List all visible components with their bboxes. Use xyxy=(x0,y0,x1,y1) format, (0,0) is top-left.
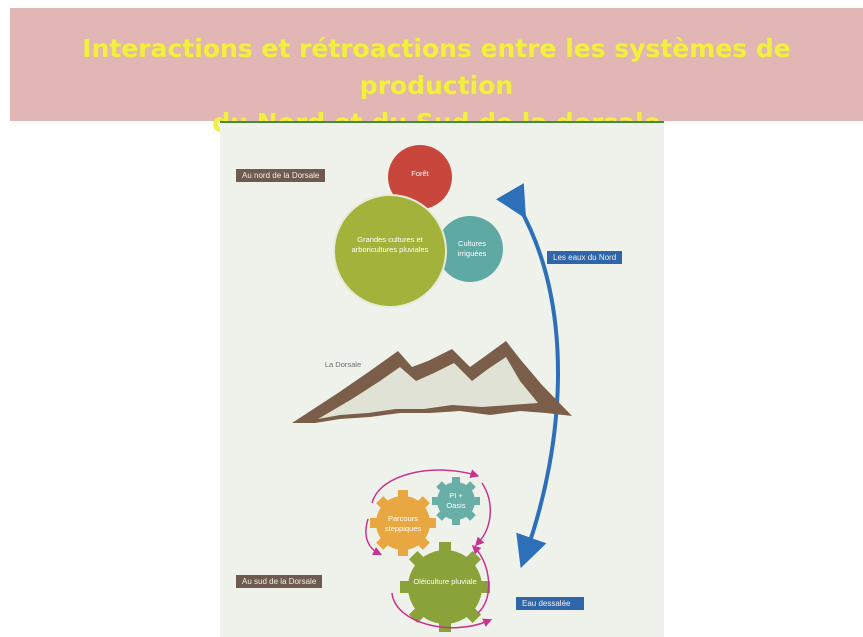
pastoral-label: Parcours steppiques xyxy=(384,514,422,533)
cycle-arrow-right xyxy=(474,482,492,547)
south-tag: Au sud de la Dorsale xyxy=(236,575,323,588)
saline-water-tag: Eau dessalée xyxy=(516,597,585,610)
olive-gear xyxy=(400,542,490,632)
cycle-arrow-left xyxy=(365,518,383,556)
north-water-tag: Les eaux du Nord xyxy=(547,251,623,264)
cycle-arrow-lower-right xyxy=(471,544,490,614)
pi-oasis-label: PI + Oasis xyxy=(446,491,466,510)
field-crops-label: Grandes cultures et arboricultures pluvi… xyxy=(351,235,429,254)
cycle-arrow-top xyxy=(371,469,480,504)
diagram-graphic xyxy=(292,145,572,632)
mountain-range xyxy=(292,341,572,423)
cycle-arrow-bottom xyxy=(391,592,493,629)
vegetables-circle xyxy=(437,216,503,282)
olive-label: Oléiculture pluviale xyxy=(413,577,477,586)
forest-circle xyxy=(388,145,452,209)
pi-oasis-gear xyxy=(432,477,480,525)
field-crops-circle xyxy=(333,194,447,308)
forest-label: Forêt xyxy=(411,169,429,178)
mountain-label: La Dorsale xyxy=(324,360,362,369)
title-line-1: Interactions et rétroactions entre les s… xyxy=(82,34,791,100)
north-tag: Au nord de la Dorsale xyxy=(236,169,326,182)
water-flow-arrow xyxy=(496,183,560,569)
title-banner xyxy=(10,8,863,121)
vegetables-label: Cultures irriguées xyxy=(457,239,487,258)
diagram-panel: Au nord de la Dorsale Au sud de la Dorsa… xyxy=(220,121,664,637)
